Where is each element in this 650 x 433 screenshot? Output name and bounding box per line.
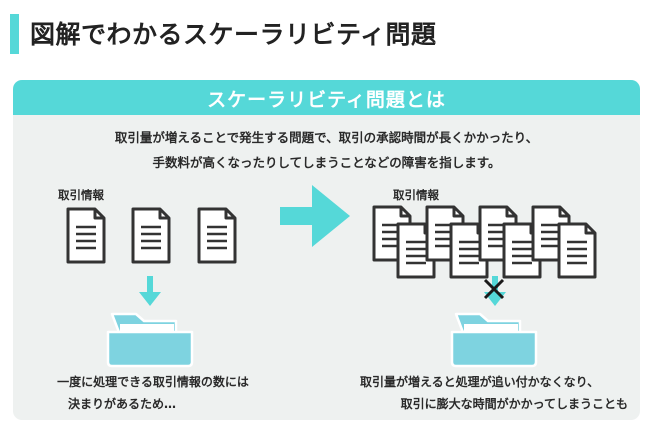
title-accent-bar — [10, 14, 19, 54]
left-transaction-label: 取引情報 — [58, 188, 104, 202]
arrow-down-icon — [139, 276, 161, 306]
document-icon — [131, 207, 171, 264]
panel-description-line-2: 手数料が高くなったりしてしまうことなどの障害を指します。 — [152, 155, 501, 170]
document-icon — [197, 207, 237, 264]
document-icon — [557, 222, 597, 279]
panel-heading: スケーラリビティ問題とは — [207, 89, 446, 111]
panel-description-line-1: 取引量が増えることで発生する問題で、取引の承認時間が長くかかったり、 — [114, 130, 539, 145]
folder-icon — [106, 310, 194, 368]
left-caption-line-1: 一度に処理できる取引情報の数には — [57, 375, 249, 389]
right-caption: 取引量が増えると処理が追い付かなくなり、 取引に膨大な時間がかかってしまうことも — [360, 371, 628, 415]
left-caption: 一度に処理できる取引情報の数には 決まりがあるため… — [48, 371, 258, 415]
right-transaction-label: 取引情報 — [393, 188, 439, 202]
right-caption-line-2: 取引に膨大な時間がかかってしまうことも — [400, 397, 628, 411]
folder-icon — [450, 310, 538, 368]
page-title: 図解でわかるスケーラリビティ問題 — [30, 20, 437, 49]
left-caption-line-2: 決まりがあるため… — [68, 397, 177, 411]
panel-header — [13, 80, 640, 115]
arrow-right-icon — [280, 185, 350, 247]
cross-icon — [483, 278, 505, 300]
document-icon — [66, 207, 106, 264]
right-caption-line-1: 取引量が増えると処理が追い付かなくなり、 — [360, 375, 600, 389]
